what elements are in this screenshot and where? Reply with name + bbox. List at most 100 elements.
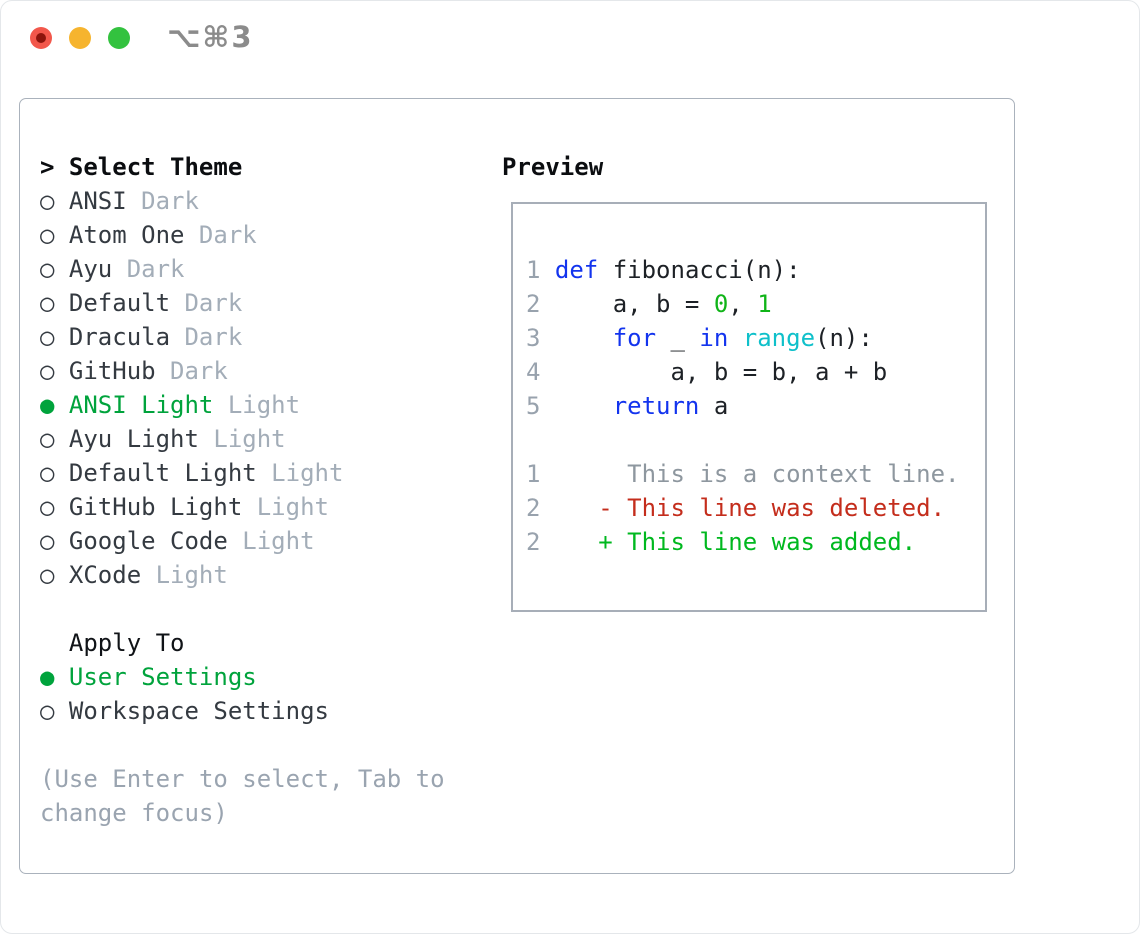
option-name: Default xyxy=(68,289,171,317)
apply-to-option[interactable]: ○ Workspace Settings xyxy=(40,694,445,728)
code-token xyxy=(555,389,613,423)
focus-caret-icon: > xyxy=(40,153,55,181)
option-name: User Settings xyxy=(68,663,257,691)
code-line: 2 + This line was added. xyxy=(526,525,985,559)
option-tag: Light xyxy=(271,459,344,487)
spacer xyxy=(40,592,445,626)
code-line xyxy=(526,423,985,457)
preview-header: Preview xyxy=(502,153,604,181)
line-number: 2 xyxy=(526,494,541,522)
window-title: ⌥⌘3 xyxy=(167,20,254,54)
help-text-line-2: change focus) xyxy=(40,799,228,827)
theme-option[interactable]: ● ANSI Light Light xyxy=(40,388,445,422)
option-tag: Dark xyxy=(141,187,199,215)
code-line: 2 a, b = 0, 1 xyxy=(526,287,985,321)
code-token: in xyxy=(699,324,729,352)
option-name: Atom One xyxy=(68,221,185,249)
radio-marker-icon: ○ xyxy=(40,289,55,317)
radio-marker-icon: ● xyxy=(40,663,55,691)
radio-marker-icon: ○ xyxy=(40,527,55,555)
theme-option[interactable]: ○ Ayu Dark xyxy=(40,252,445,286)
theme-option[interactable]: ○ Ayu Light Light xyxy=(40,422,445,456)
code-token: This is a context line. xyxy=(554,460,960,488)
option-tag: Light xyxy=(256,493,329,521)
radio-marker-icon: ○ xyxy=(40,459,55,487)
titlebar: ⌥⌘3 xyxy=(1,1,1139,75)
code-token: fibonacci(n): xyxy=(598,256,801,284)
option-name: GitHub Light xyxy=(68,493,243,521)
code-token xyxy=(555,321,613,355)
close-button[interactable] xyxy=(30,27,52,49)
code-token: - This line was deleted. xyxy=(554,494,946,522)
line-number: 2 xyxy=(526,528,541,556)
apply-to-header: Apply To xyxy=(40,626,445,660)
code-token: return xyxy=(612,392,700,420)
radio-marker-icon: ○ xyxy=(40,561,55,589)
minimize-button[interactable] xyxy=(69,27,91,49)
option-name: XCode xyxy=(68,561,142,589)
option-name: Workspace Settings xyxy=(68,697,329,725)
select-theme-header: > Select Theme xyxy=(40,150,445,184)
code-token: 0 xyxy=(713,290,729,318)
option-tag: Dark xyxy=(198,221,257,249)
line-number: 4 xyxy=(526,358,541,386)
radio-marker-icon: ○ xyxy=(40,425,55,453)
radio-marker-icon: ○ xyxy=(40,357,55,385)
code-token: , xyxy=(728,290,758,318)
theme-option[interactable]: ○ ANSI Dark xyxy=(40,184,445,218)
code-line: 3 for _ in range(n): xyxy=(526,321,985,355)
option-name: ANSI xyxy=(68,187,127,215)
code-token: 1 xyxy=(757,290,772,318)
line-number: 1 xyxy=(526,460,541,488)
option-tag: Light xyxy=(227,391,301,419)
line-number xyxy=(526,423,555,457)
apply-to-label: Apply To xyxy=(68,629,185,657)
radio-marker-icon: ○ xyxy=(40,323,55,351)
radio-marker-icon: ○ xyxy=(40,697,55,725)
radio-marker-icon: ○ xyxy=(40,493,55,521)
radio-marker-icon: ○ xyxy=(40,187,55,215)
code-token: for xyxy=(612,324,657,352)
code-line: 1 This is a context line. xyxy=(526,457,985,491)
close-dot-icon xyxy=(36,33,46,43)
option-tag: Light xyxy=(242,527,315,555)
option-name: Ayu xyxy=(68,255,113,283)
option-name: Ayu Light xyxy=(68,425,199,453)
radio-marker-icon: ○ xyxy=(40,255,55,283)
option-tag: Dark xyxy=(126,255,185,283)
code-line: 2 - This line was deleted. xyxy=(526,491,985,525)
select-theme-label: Select Theme xyxy=(68,153,243,181)
code-token xyxy=(728,321,742,355)
apply-to-option[interactable]: ● User Settings xyxy=(40,660,445,694)
line-number: 3 xyxy=(526,324,541,352)
line-number: 5 xyxy=(526,392,541,420)
zoom-button[interactable] xyxy=(108,27,130,49)
theme-option[interactable]: ○ GitHub Light Light xyxy=(40,490,445,524)
option-tag: Dark xyxy=(184,289,243,317)
code-token: _ xyxy=(656,324,700,352)
code-token: a xyxy=(699,392,729,420)
option-name: ANSI Light xyxy=(68,391,214,419)
option-tag: Light xyxy=(155,561,228,589)
radio-marker-icon: ● xyxy=(40,391,55,419)
line-number: 1 xyxy=(526,256,541,284)
spacer xyxy=(40,728,445,762)
theme-option[interactable]: ○ XCode Light xyxy=(40,558,445,592)
option-tag: Light xyxy=(213,425,286,453)
theme-option[interactable]: ○ Default Dark xyxy=(40,286,445,320)
line-number: 2 xyxy=(526,290,541,318)
option-name: Dracula xyxy=(68,323,171,351)
option-name: GitHub xyxy=(68,357,156,385)
code-token: a, b = xyxy=(554,290,714,318)
code-line: 5 return a xyxy=(526,389,985,423)
